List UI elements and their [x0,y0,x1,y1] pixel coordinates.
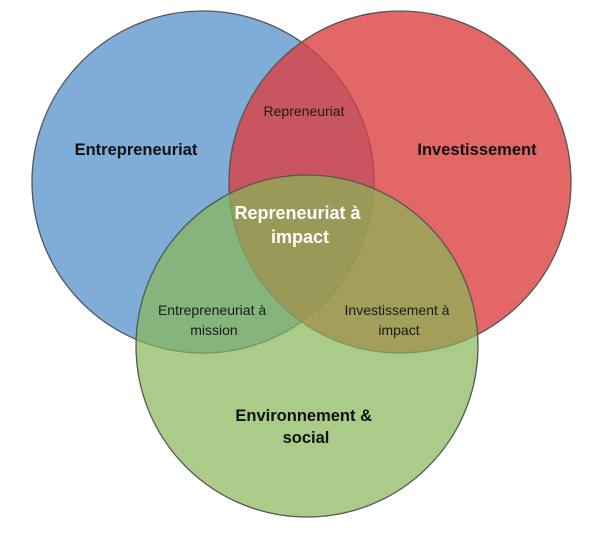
label-overlap-all-line-1: Repreneuriat à [234,203,361,223]
label-overlap-all-line-2: impact [271,227,329,247]
label-overlap-investissement-environnement: Investissement à impact [345,302,454,338]
label-overlap-ie-line-1: Investissement à [345,302,450,318]
label-overlap-entrepreneuriat-investissement: Repreneuriat [264,103,345,119]
label-overlap-ee-line-2: mission [190,322,237,338]
label-entrepreneuriat-line-1: Entrepreneuriat [75,141,198,159]
label-overlap-all: Repreneuriat à impact [234,203,365,247]
circle-environnement [135,174,479,518]
label-environnement-line-1: Environnement & [235,407,372,425]
label-investissement: Investissement [417,141,537,159]
label-environnement: Environnement & social [235,407,376,447]
label-overlap-ie-line-2: impact [378,322,419,338]
label-entrepreneuriat: Entrepreneuriat [75,141,198,159]
label-investissement-line-1: Investissement [417,141,537,159]
label-overlap-entrepreneuriat-environnement: Entrepreneuriat à mission [158,302,270,338]
label-overlap-ee-line-1: Entrepreneuriat à [158,302,266,318]
label-environnement-line-2: social [283,429,330,447]
label-overlap-ei-line-1: Repreneuriat [264,103,345,119]
